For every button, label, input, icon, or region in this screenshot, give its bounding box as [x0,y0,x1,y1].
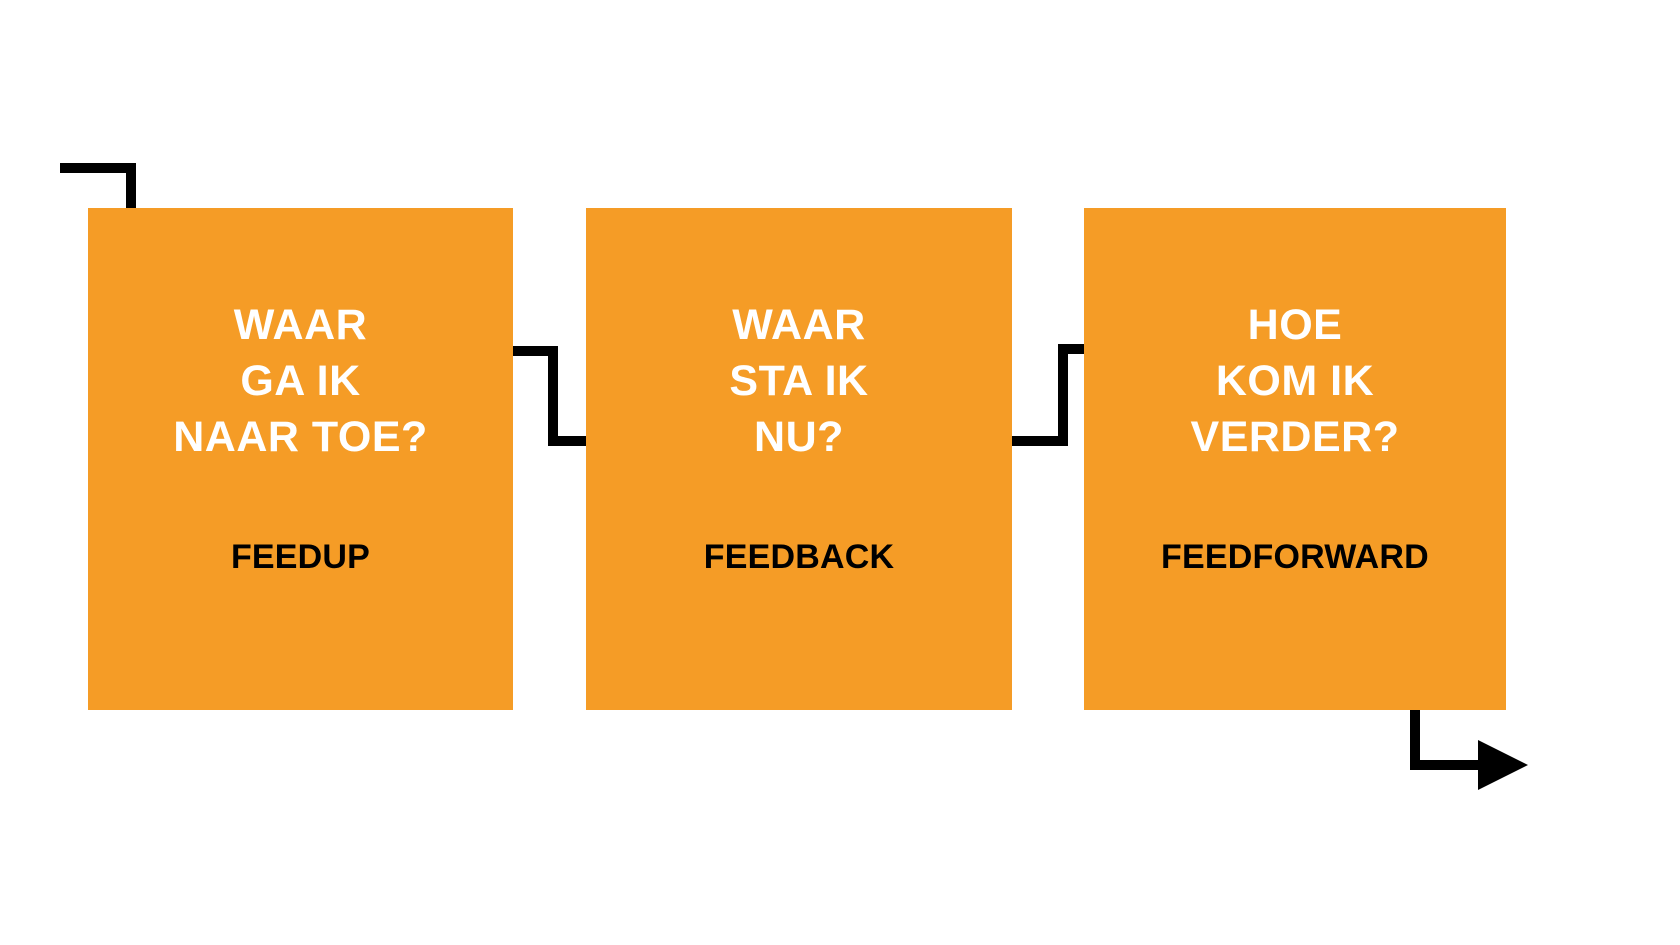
stage-label-feedup: FEEDUP [230,538,371,576]
stage-question-feedup: WAAR GA IK NAAR TOE? [173,301,428,461]
stage-box-feedback[interactable]: WAAR STA IK NU? FEEDBACK [586,208,1012,710]
stage-question-feedforward: HOE KOM IK VERDER? [1190,301,1400,461]
stage-label-feedforward: FEEDFORWARD [1161,538,1429,576]
stage-box-feedup[interactable]: WAAR GA IK NAAR TOE? FEEDUP [88,208,513,710]
stage-label-feedback: FEEDBACK [703,538,895,576]
stage-question-feedback: WAAR STA IK NU? [729,301,869,461]
stage-box-feedforward[interactable]: HOE KOM IK VERDER? FEEDFORWARD [1084,208,1506,710]
